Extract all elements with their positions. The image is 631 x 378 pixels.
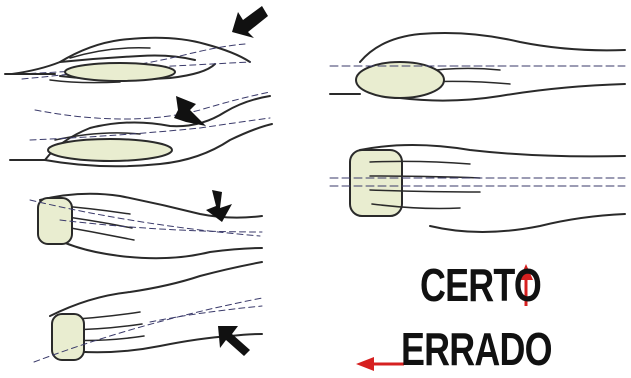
arrow-left-red-icon bbox=[356, 357, 404, 371]
wrong-posture-1 bbox=[5, 38, 250, 83]
wrong-label: ERRADO bbox=[401, 326, 552, 372]
arrow-down-icon bbox=[174, 96, 206, 126]
wrong-posture-2 bbox=[10, 92, 272, 166]
correct-posture-top bbox=[330, 145, 625, 232]
wrong-posture-4 bbox=[34, 262, 262, 362]
correct-label: CERTO bbox=[420, 262, 541, 308]
wrong-posture-3 bbox=[30, 194, 262, 259]
arrow-down-left-icon bbox=[232, 6, 268, 38]
correct-posture-side bbox=[330, 33, 625, 101]
arrow-up-left-icon bbox=[218, 326, 250, 356]
